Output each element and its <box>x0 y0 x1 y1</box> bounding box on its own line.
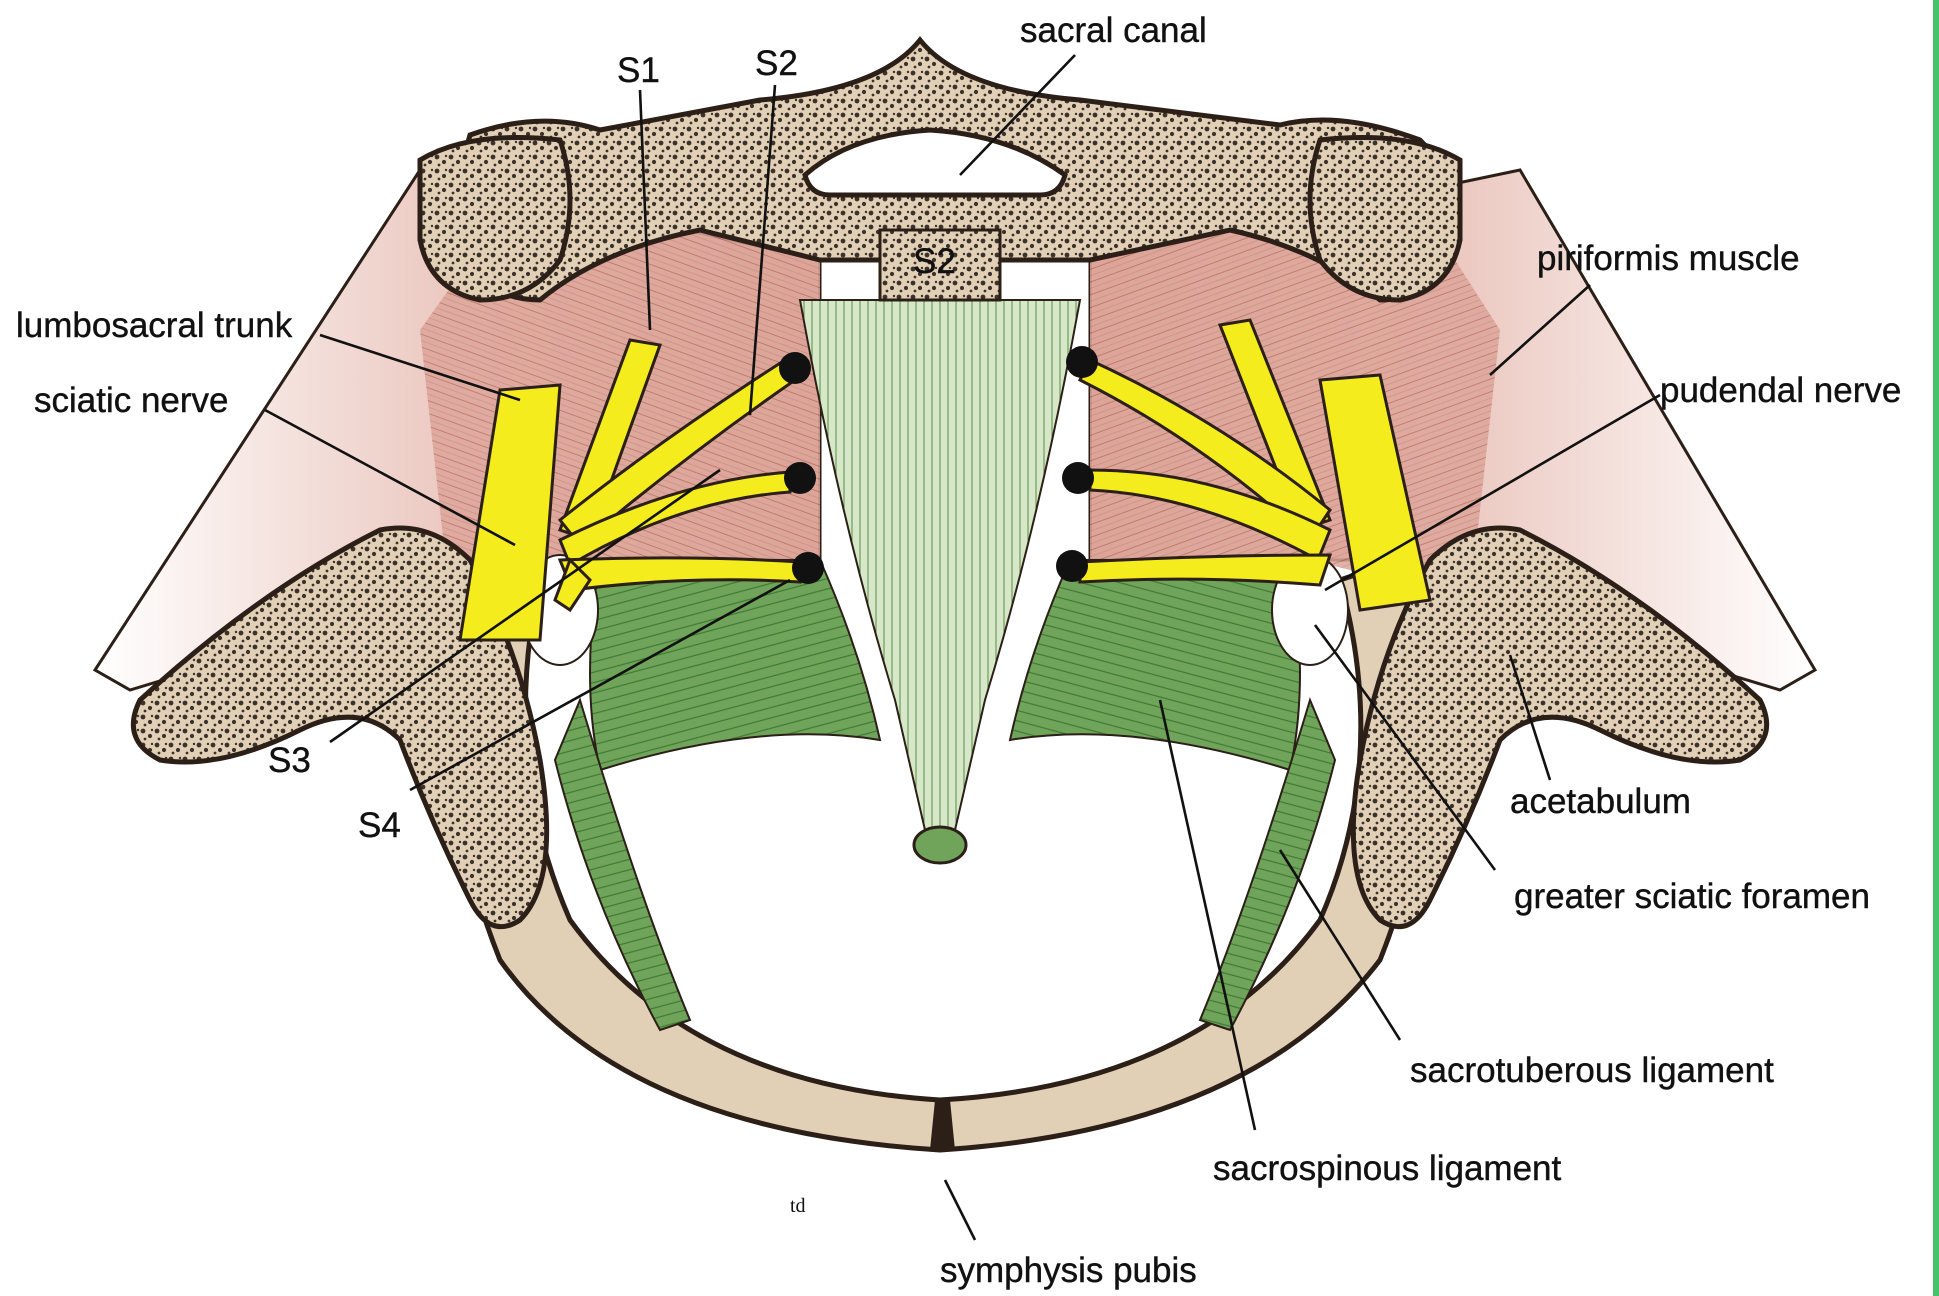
label-sciatic-nerve: sciatic nerve <box>34 381 229 420</box>
frame-edge <box>1933 0 1939 1296</box>
label-s3: S3 <box>268 741 311 780</box>
s3-foramen-left <box>792 552 824 584</box>
artist-signature: td <box>790 1195 806 1217</box>
s1-foramen-left <box>779 352 811 384</box>
leader-symphysis <box>945 1180 975 1240</box>
label-acetabulum: acetabulum <box>1510 782 1691 821</box>
label-s2-top: S2 <box>755 44 798 83</box>
label-pudendal-nerve: pudendal nerve <box>1660 371 1901 410</box>
label-s4: S4 <box>358 806 401 845</box>
label-greater-sciatic-foramen: greater sciatic foramen <box>1514 877 1870 916</box>
label-sacrotuberous-ligament: sacrotuberous ligament <box>1410 1051 1774 1090</box>
sacrospinous-ligament-right <box>1010 560 1300 770</box>
label-sacrospinous-ligament: sacrospinous ligament <box>1213 1149 1562 1188</box>
sacral-ala-right <box>1310 138 1460 301</box>
label-piriformis-muscle: piriformis muscle <box>1537 239 1800 278</box>
label-sacral-canal: sacral canal <box>1020 11 1207 50</box>
sacral-body-taper <box>800 300 1080 830</box>
s3-root-right <box>1080 555 1330 585</box>
sacral-ala-left <box>420 138 570 301</box>
label-s1: S1 <box>617 51 660 90</box>
s2-foramen-left <box>784 462 816 494</box>
label-s2-body: S2 <box>913 242 956 281</box>
sacrospinous-ligament-left <box>590 560 880 770</box>
label-lumbosacral-trunk: lumbosacral trunk <box>16 306 293 345</box>
label-symphysis-pubis: symphysis pubis <box>940 1251 1197 1290</box>
s1-foramen-right <box>1066 346 1098 378</box>
coccyx-tip <box>914 827 966 863</box>
s3-foramen-right <box>1056 550 1088 582</box>
s2-foramen-right <box>1062 462 1094 494</box>
